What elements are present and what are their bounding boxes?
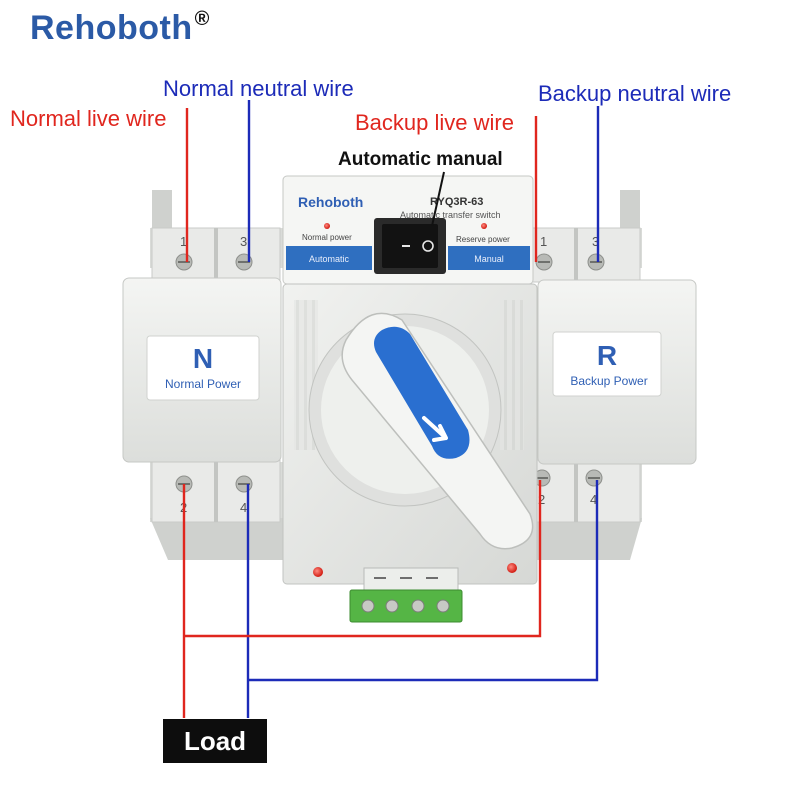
terminal-screw-icon (411, 599, 425, 613)
mode-auto-label: Automatic (309, 254, 350, 264)
terminal-screw-icon (385, 599, 399, 613)
load-label: Load (163, 719, 267, 763)
mode-manual-label: Manual (474, 254, 504, 264)
wiring (182, 100, 600, 718)
neutral-bridge-wire (248, 480, 599, 682)
down-right-arrow-icon (422, 416, 448, 442)
indicator-led-icon (481, 223, 487, 229)
panel-brand: Rehoboth (298, 194, 363, 210)
control-panel: Rehoboth RYQ3R-63 Automatic transfer swi… (282, 175, 534, 285)
indicator-led-icon (324, 223, 330, 229)
terminal-number: 4 (240, 500, 247, 515)
live-bridge-wire (184, 480, 542, 638)
auto-manual-pointer (431, 171, 445, 227)
terminal-number: 1 (540, 234, 547, 249)
backup-live-wire-label: Backup live wire (355, 110, 514, 135)
rocker-switch-icon[interactable] (374, 218, 446, 274)
terminal-number: 2 (538, 492, 545, 507)
panel-model: RYQ3R-63 (430, 196, 483, 208)
indicator-led-icon (507, 563, 517, 573)
normal-power-module: N Normal Power (122, 277, 282, 463)
auto-manual-label: Automatic manual (338, 149, 503, 170)
normal-module-letter: N (193, 343, 213, 374)
backup-module-caption: Backup Power (570, 374, 647, 388)
green-terminal-connector (349, 589, 463, 623)
brand-name: Rehoboth (30, 9, 193, 47)
terminal-number: 1 (180, 234, 187, 249)
bottom-terminal-block-left (151, 459, 281, 523)
normal-module-caption: Normal Power (165, 377, 241, 391)
central-switch-body (282, 283, 538, 599)
top-terminal-block-left (151, 227, 281, 283)
reserve-power-led-label: Reserve power (456, 235, 510, 244)
terminal-number: 4 (590, 492, 597, 507)
normal-power-led-label: Normal power (302, 233, 352, 242)
normal-live-wire-label: Normal live wire (10, 106, 167, 131)
normal-neutral-wire-label: Normal neutral wire (163, 76, 354, 101)
panel-subtitle: Automatic transfer switch (400, 210, 501, 220)
backup-module-letter: R (597, 340, 617, 371)
backup-power-module: R Backup Power (537, 279, 697, 465)
terminal-number: 3 (592, 234, 599, 249)
brand-logo: Rehoboth® (30, 8, 210, 48)
terminal-screw-icon (436, 599, 450, 613)
backup-neutral-wire-label: Backup neutral wire (538, 81, 732, 106)
terminal-number: 3 (240, 234, 247, 249)
indicator-led-icon (313, 567, 323, 577)
registered-mark: ® (194, 8, 210, 30)
rotary-handle-icon[interactable] (341, 312, 534, 550)
terminal-screw-icon (361, 599, 375, 613)
